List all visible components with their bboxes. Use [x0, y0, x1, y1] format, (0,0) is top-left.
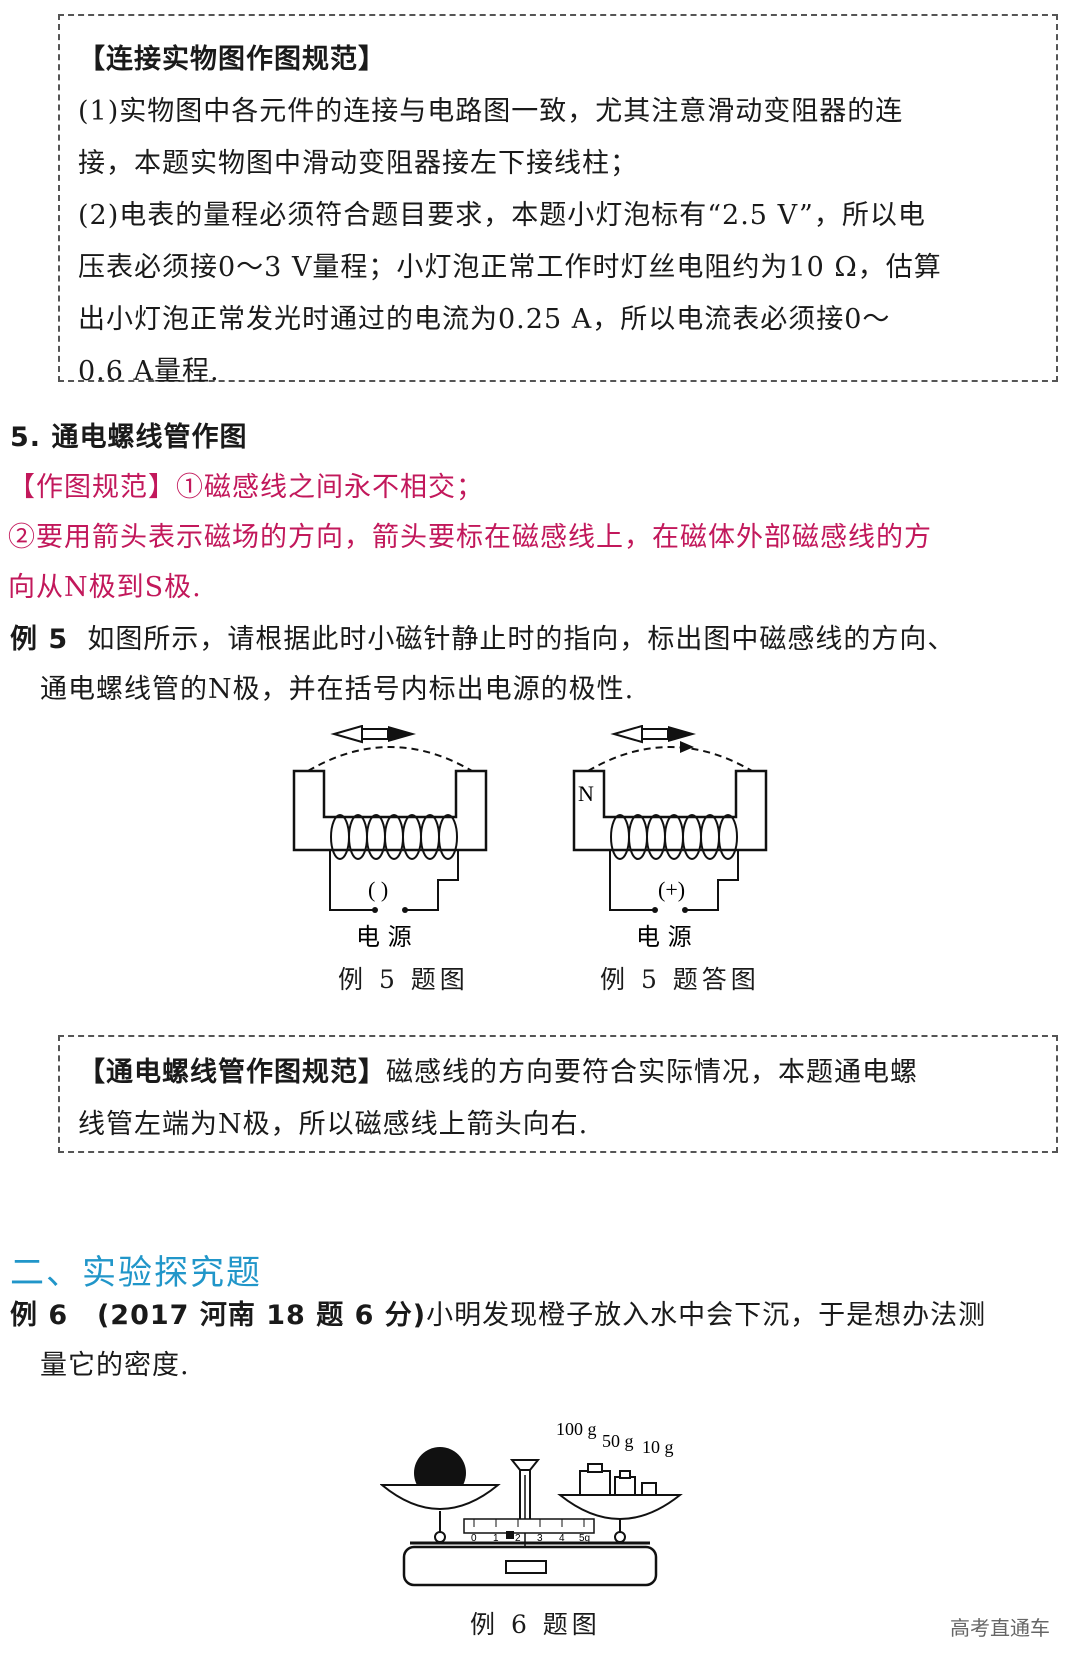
weight-label: 100 g: [556, 1419, 597, 1439]
example-5-answer-figure: N (+) 电 源: [572, 725, 768, 951]
example-6-source: (2017 河南 18 题 6 分): [96, 1300, 427, 1331]
polarity-bracket: ( ): [368, 877, 388, 902]
example-5-text-1: 如图所示，请根据此时小磁针静止时的指向，标出图中磁感线的方向、: [87, 624, 956, 655]
wiring-rules-line: 0.6 A量程.: [78, 356, 220, 387]
power-source-label: 电 源: [636, 923, 692, 951]
drawing-rule-2b: 向从N极到S极.: [8, 572, 202, 603]
field-arrow-icon: [680, 741, 694, 753]
field-line: [587, 746, 753, 772]
coil: [330, 814, 458, 860]
power-source-label: 电 源: [356, 923, 412, 951]
solenoid-rules-box: 【通电螺线管作图规范】磁感线的方向要符合实际情况，本题通电螺 线管左端为N极，所…: [58, 1035, 1058, 1153]
solenoid-rules-text-1: 磁感线的方向要符合实际情况，本题通电螺: [386, 1057, 918, 1088]
solenoid-rules-heading: 【通电螺线管作图规范】: [78, 1057, 386, 1088]
scale-tick: 3: [537, 1533, 543, 1544]
drawing-rule-1-text: ①磁感线之间永不相交；: [176, 472, 484, 503]
wiring-rules-line: 压表必须接0～3 V量程；小灯泡正常工作时灯丝电阻约为10 Ω，估算: [78, 252, 942, 283]
section-5-title: 5. 通电螺线管作图: [10, 422, 248, 453]
weight-label: 50 g: [602, 1431, 634, 1451]
example-5-line-2: 通电螺线管的N极，并在括号内标出电源的极性.: [40, 674, 635, 705]
polarity-bracket: (+): [658, 877, 685, 902]
compass-needle-icon: [610, 725, 696, 744]
section-2-title: 二、实验探究题: [10, 1253, 262, 1293]
example-5-line-1: 例 5 如图所示，请根据此时小磁针静止时的指向，标出图中磁感线的方向、: [10, 614, 955, 666]
wire: [329, 850, 375, 911]
drawing-rule-1: 【作图规范】①磁感线之间永不相交；: [8, 462, 484, 514]
example-5-answer-caption: 例 5 题答图: [600, 965, 760, 994]
example-5-caption: 例 5 题图: [338, 965, 469, 994]
wiring-rules-heading: 【连接实物图作图规范】: [78, 44, 386, 75]
scale-tick: 5g: [579, 1533, 590, 1544]
wire: [609, 850, 655, 911]
solenoid-rules-line-1: 【通电螺线管作图规范】磁感线的方向要符合实际情况，本题通电螺: [78, 1047, 1038, 1099]
wiring-rules-line: 出小灯泡正常发光时通过的电流为0.25 A，所以电流表必须接0～: [78, 304, 891, 335]
iron-core: [572, 769, 768, 852]
wiring-rules-line: (2)电表的量程必须符合题目要求，本题小灯泡标有“2.5 V”，所以电: [78, 200, 926, 231]
watermark: 高考直通车: [950, 1616, 1050, 1640]
weight-label: 10 g: [642, 1437, 674, 1457]
weight-icon: [579, 1470, 611, 1498]
scale-tick: 0: [471, 1533, 477, 1544]
wiring-rules-line: 接，本题实物图中滑动变阻器接左下接线柱；: [78, 148, 638, 179]
drawing-rule-2a: ②要用箭头表示磁场的方向，箭头要标在磁感线上，在磁体外部磁感线的方: [8, 522, 932, 553]
rider: [506, 1531, 514, 1539]
wire: [685, 850, 739, 911]
drawing-rule-label: 【作图规范】: [8, 472, 176, 503]
example-6-text-1: 小明发现橙子放入水中会下沉，于是想办法测: [426, 1300, 987, 1331]
example-6-label: 例 6: [10, 1300, 69, 1331]
compass-needle-icon: [330, 725, 416, 744]
example-6-caption: 例 6 题图: [470, 1610, 601, 1639]
solenoid-rules-line-2: 线管左端为N极，所以磁感线上箭头向右.: [78, 1109, 589, 1140]
field-line: [307, 746, 473, 772]
scale-tick: 1: [493, 1533, 499, 1544]
north-pole-label: N: [578, 781, 594, 806]
wiring-rules-line: (1)实物图中各元件的连接与电路图一致，尤其注意滑动变阻器的连: [78, 96, 904, 127]
iron-core: [292, 769, 488, 852]
right-pan: [557, 1494, 683, 1520]
balance-figure: 100 g 50 g 10 g 0 1 2 3 4 5g: [380, 1419, 683, 1587]
example-6-line-2: 量它的密度.: [40, 1350, 190, 1381]
wire: [405, 850, 459, 911]
coil: [610, 814, 738, 860]
scale-tick: 4: [559, 1533, 565, 1544]
example-6-line-1: 例 6 (2017 河南 18 题 6 分)小明发现橙子放入水中会下沉，于是想办…: [10, 1290, 986, 1342]
beam-scale: [463, 1518, 595, 1534]
wiring-rules-box: 【连接实物图作图规范】 (1)实物图中各元件的连接与电路图一致，尤其注意滑动变阻…: [58, 14, 1058, 387]
left-pan: [380, 1484, 501, 1510]
example-5-figure: ( ) 电 源: [292, 725, 488, 951]
scale-tick: 2: [515, 1533, 521, 1544]
example-5-label: 例 5: [10, 624, 69, 655]
